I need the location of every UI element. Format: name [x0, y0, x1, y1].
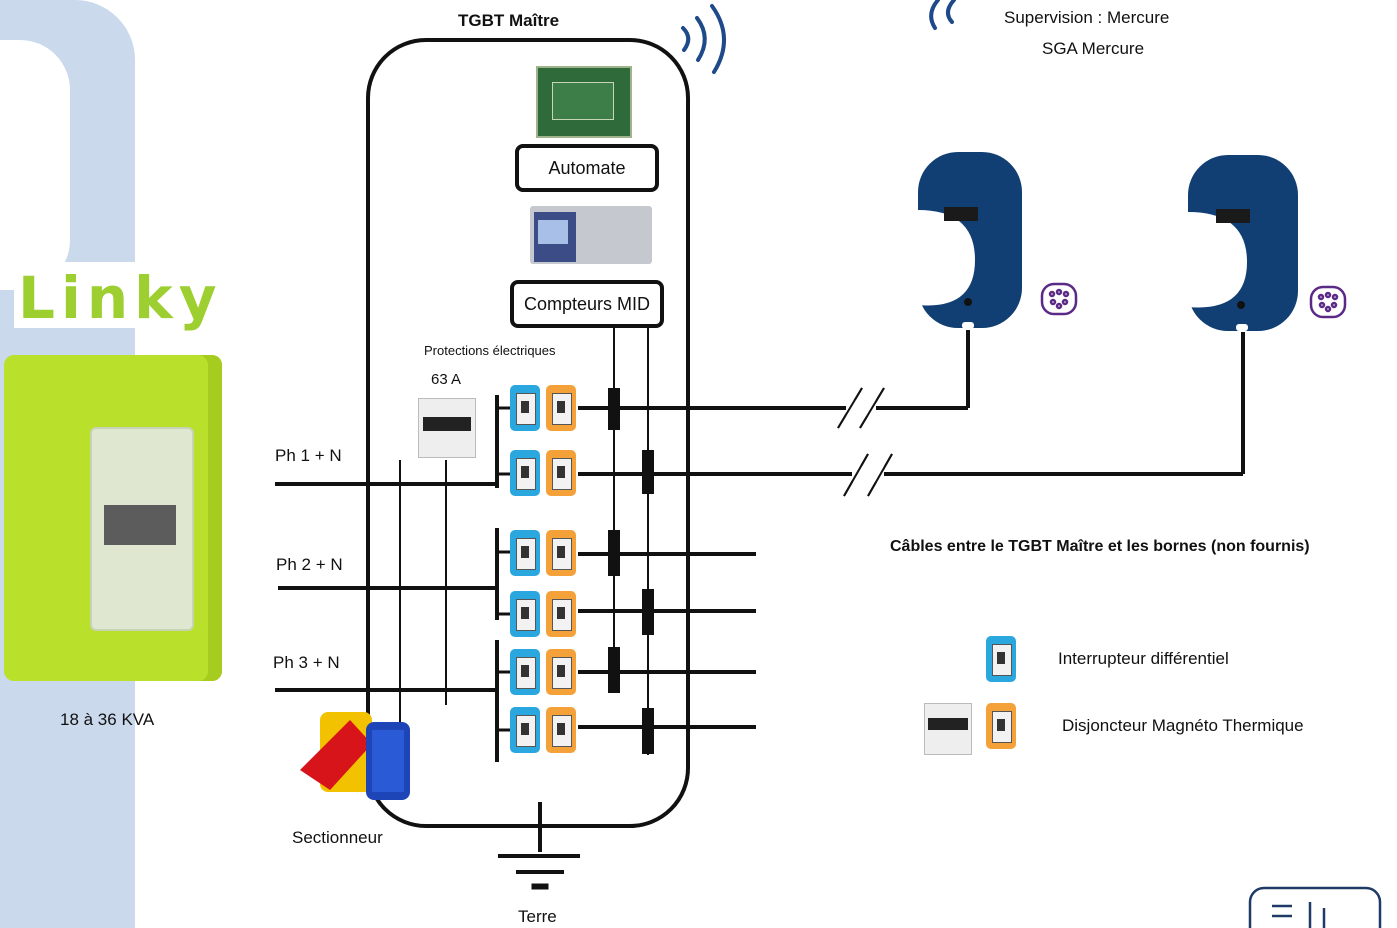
- legend-breaker-icon: [986, 703, 1016, 749]
- ev-charger-1: [918, 152, 1022, 329]
- circuit-breaker-1: [546, 385, 576, 431]
- tgbt-enclosure: [366, 38, 690, 828]
- supervision-system-label: SGA Mercure: [1042, 39, 1145, 58]
- outgoing-lines: [578, 330, 1245, 729]
- legend-rcd-label: Interrupteur différentiel: [1058, 649, 1229, 668]
- circuit-breaker-3: [546, 530, 576, 576]
- earth-symbol: [498, 802, 580, 890]
- wireless-receive-icon: [929, 0, 956, 30]
- rcd-switch-3: [510, 530, 540, 576]
- disconnector-switch-icon: [300, 712, 410, 800]
- legend-rcd-icon: [986, 636, 1016, 682]
- type2-connector-icon: [1040, 282, 1078, 316]
- busbar-stubs: [497, 406, 510, 732]
- controller-board-image: [536, 66, 632, 138]
- main-breaker-image: [418, 398, 476, 458]
- circuit-breaker-2: [546, 450, 576, 496]
- phase-label-1: Ph 1 + N: [275, 446, 342, 465]
- current-sensors: [608, 388, 654, 754]
- circuit-breaker-4: [546, 591, 576, 637]
- linky-logo: Linky: [14, 262, 240, 332]
- mid-meter-image: [530, 206, 652, 264]
- cables-note: Câbles entre le TGBT Maître et les borne…: [890, 538, 1310, 555]
- legend-main-breaker-icon: [924, 703, 972, 755]
- mid-meters-box: Compteurs MID: [510, 280, 664, 328]
- corner-logo-icon: [1248, 886, 1382, 928]
- phase-lines: [275, 482, 497, 692]
- meter-power-label: 18 à 36 KVA: [60, 710, 155, 729]
- linky-meter-display: [104, 505, 176, 545]
- background-band-cutout: [0, 40, 70, 290]
- rcd-switch-4: [510, 591, 540, 637]
- supervision-label: Supervision : Mercure: [1004, 8, 1170, 27]
- wireless-signal-icon: [681, 4, 726, 74]
- mid-meter-wires: [613, 326, 649, 755]
- main-breaker-rating: 63 A: [431, 371, 462, 388]
- diagram-title: TGBT Maître: [458, 11, 560, 30]
- rcd-switch-2: [510, 450, 540, 496]
- rcd-switch-5: [510, 649, 540, 695]
- automate-box: Automate: [515, 144, 659, 192]
- circuit-breaker-5: [546, 649, 576, 695]
- type2-connector-icon: [1309, 285, 1347, 319]
- rcd-switch-6: [510, 707, 540, 753]
- phase-label-2: Ph 2 + N: [276, 555, 343, 574]
- circuit-breaker-6: [546, 707, 576, 753]
- earth-label: Terre: [518, 907, 557, 926]
- rcd-switch-1: [510, 385, 540, 431]
- ev-charger-2: [1188, 155, 1298, 331]
- feeder-verticals: [368, 460, 447, 740]
- legend-breaker-label: Disjoncteur Magnéto Thermique: [1062, 716, 1304, 735]
- linky-logo-text: Linky: [18, 264, 223, 332]
- phase-label-3: Ph 3 + N: [273, 653, 340, 672]
- linky-meter-image: [4, 355, 222, 681]
- protections-label: Protections électriques: [424, 343, 556, 358]
- disconnector-label: Sectionneur: [292, 828, 383, 847]
